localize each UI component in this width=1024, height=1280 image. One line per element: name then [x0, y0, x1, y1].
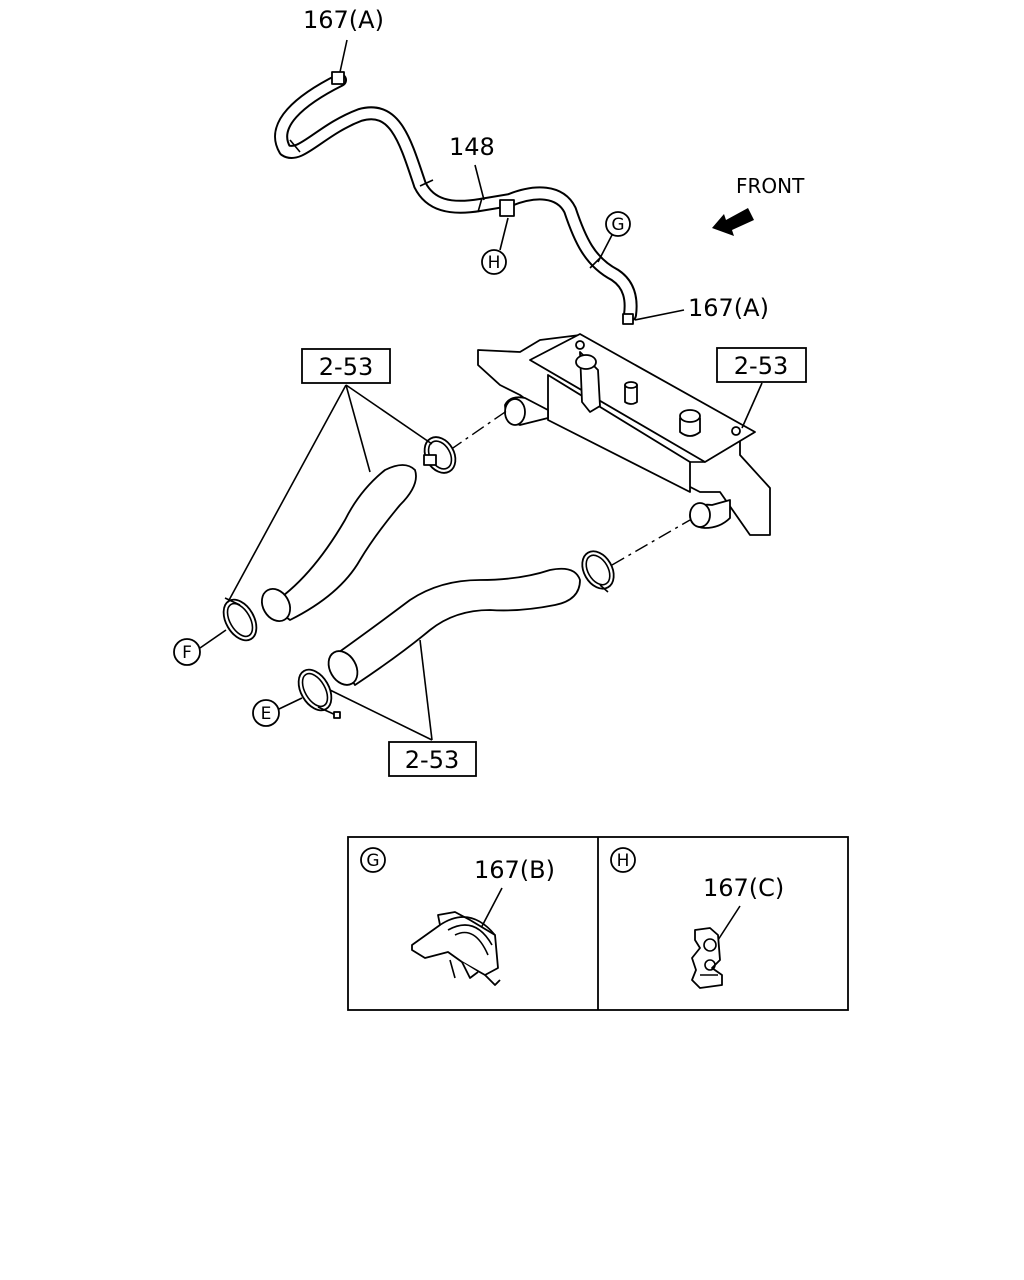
ref-label-lower: 2-53	[405, 746, 459, 774]
callout-circle-f	[173, 638, 201, 666]
clip-167c	[499, 199, 515, 217]
ref-label-upper-left: 2-53	[319, 353, 373, 381]
leader-167a-right	[634, 309, 685, 321]
panel-g-part-label: 167(B)	[474, 856, 555, 884]
callout-circle-g	[605, 211, 631, 237]
intercooler-hose-upper	[260, 464, 417, 622]
label-148: 148	[449, 133, 495, 161]
clip-167a-top	[331, 71, 345, 85]
callout-g-letter: G	[611, 215, 624, 235]
callout-circle-e	[252, 699, 280, 727]
callout-h-letter: H	[488, 253, 501, 273]
breather-hose-148	[274, 73, 638, 322]
ref-box-upper-left	[301, 348, 391, 384]
label-167a-top: 167(A)	[303, 6, 384, 34]
panel-g-letter: G	[366, 851, 379, 871]
panel-h-letter: H	[617, 851, 630, 871]
ref-box-upper-right	[716, 347, 807, 383]
panel-h-circle	[610, 847, 636, 873]
leader-167a-top	[339, 39, 348, 73]
label-167a-right: 167(A)	[688, 294, 769, 322]
clip-167c-drawing	[691, 927, 723, 989]
callout-f-letter: F	[182, 643, 192, 663]
detail-panel-g: G 167(B)	[360, 847, 555, 986]
clip-167b-drawing	[411, 911, 501, 986]
panel-h-part-label: 167(C)	[703, 874, 784, 902]
hose-clamp-upper-front	[423, 436, 457, 474]
hose-clamp-e	[297, 668, 341, 719]
hose-clamp-lower-front	[581, 550, 615, 593]
clip-167a-right	[622, 313, 634, 325]
ref-label-upper-right: 2-53	[734, 352, 788, 380]
callout-e-letter: E	[261, 704, 272, 724]
hose-clamp-f	[222, 597, 258, 642]
front-arrow-icon	[712, 208, 754, 236]
callout-circle-h	[481, 249, 507, 275]
ref-box-lower	[388, 741, 477, 777]
front-label: FRONT	[736, 174, 805, 198]
intercooler	[477, 333, 771, 536]
detail-panel-h: H 167(C)	[610, 847, 784, 989]
intercooler-hose-lower	[327, 567, 581, 686]
leader-148	[474, 164, 485, 201]
panel-g-circle	[360, 847, 386, 873]
